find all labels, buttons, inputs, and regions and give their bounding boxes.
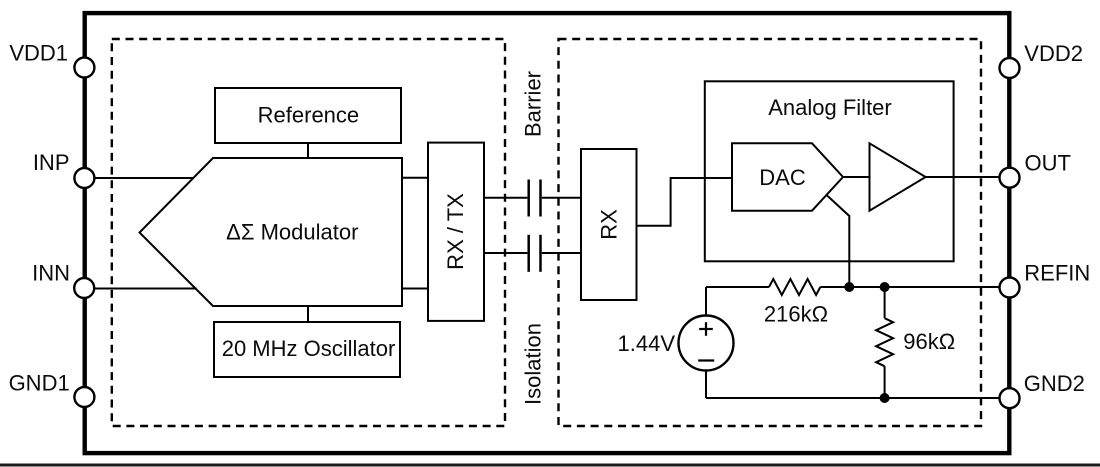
svg-text:Analog Filter: Analog Filter bbox=[768, 95, 892, 120]
svg-text:Reference: Reference bbox=[258, 103, 360, 128]
svg-text:20 MHz Oscillator: 20 MHz Oscillator bbox=[222, 336, 396, 361]
svg-text:ΔΣ Modulator: ΔΣ Modulator bbox=[226, 219, 358, 244]
svg-text:GND2: GND2 bbox=[1024, 371, 1085, 396]
svg-text:216kΩ: 216kΩ bbox=[764, 302, 828, 327]
svg-text:OUT: OUT bbox=[1025, 151, 1071, 176]
svg-text:DAC: DAC bbox=[759, 165, 806, 190]
svg-text:VDD2: VDD2 bbox=[1024, 41, 1083, 66]
svg-text:Isolation: Isolation bbox=[521, 323, 546, 405]
svg-text:RX: RX bbox=[596, 209, 621, 240]
svg-text:1.44V: 1.44V bbox=[618, 331, 676, 356]
svg-text:INP: INP bbox=[33, 150, 70, 175]
svg-text:RX / TX: RX / TX bbox=[443, 193, 468, 270]
svg-text:96kΩ: 96kΩ bbox=[903, 329, 955, 354]
svg-text:VDD1: VDD1 bbox=[9, 41, 68, 66]
svg-text:GND1: GND1 bbox=[9, 371, 70, 396]
svg-text:Barrier: Barrier bbox=[520, 71, 545, 137]
svg-text:INN: INN bbox=[32, 261, 70, 286]
svg-text:REFIN: REFIN bbox=[1024, 261, 1090, 286]
